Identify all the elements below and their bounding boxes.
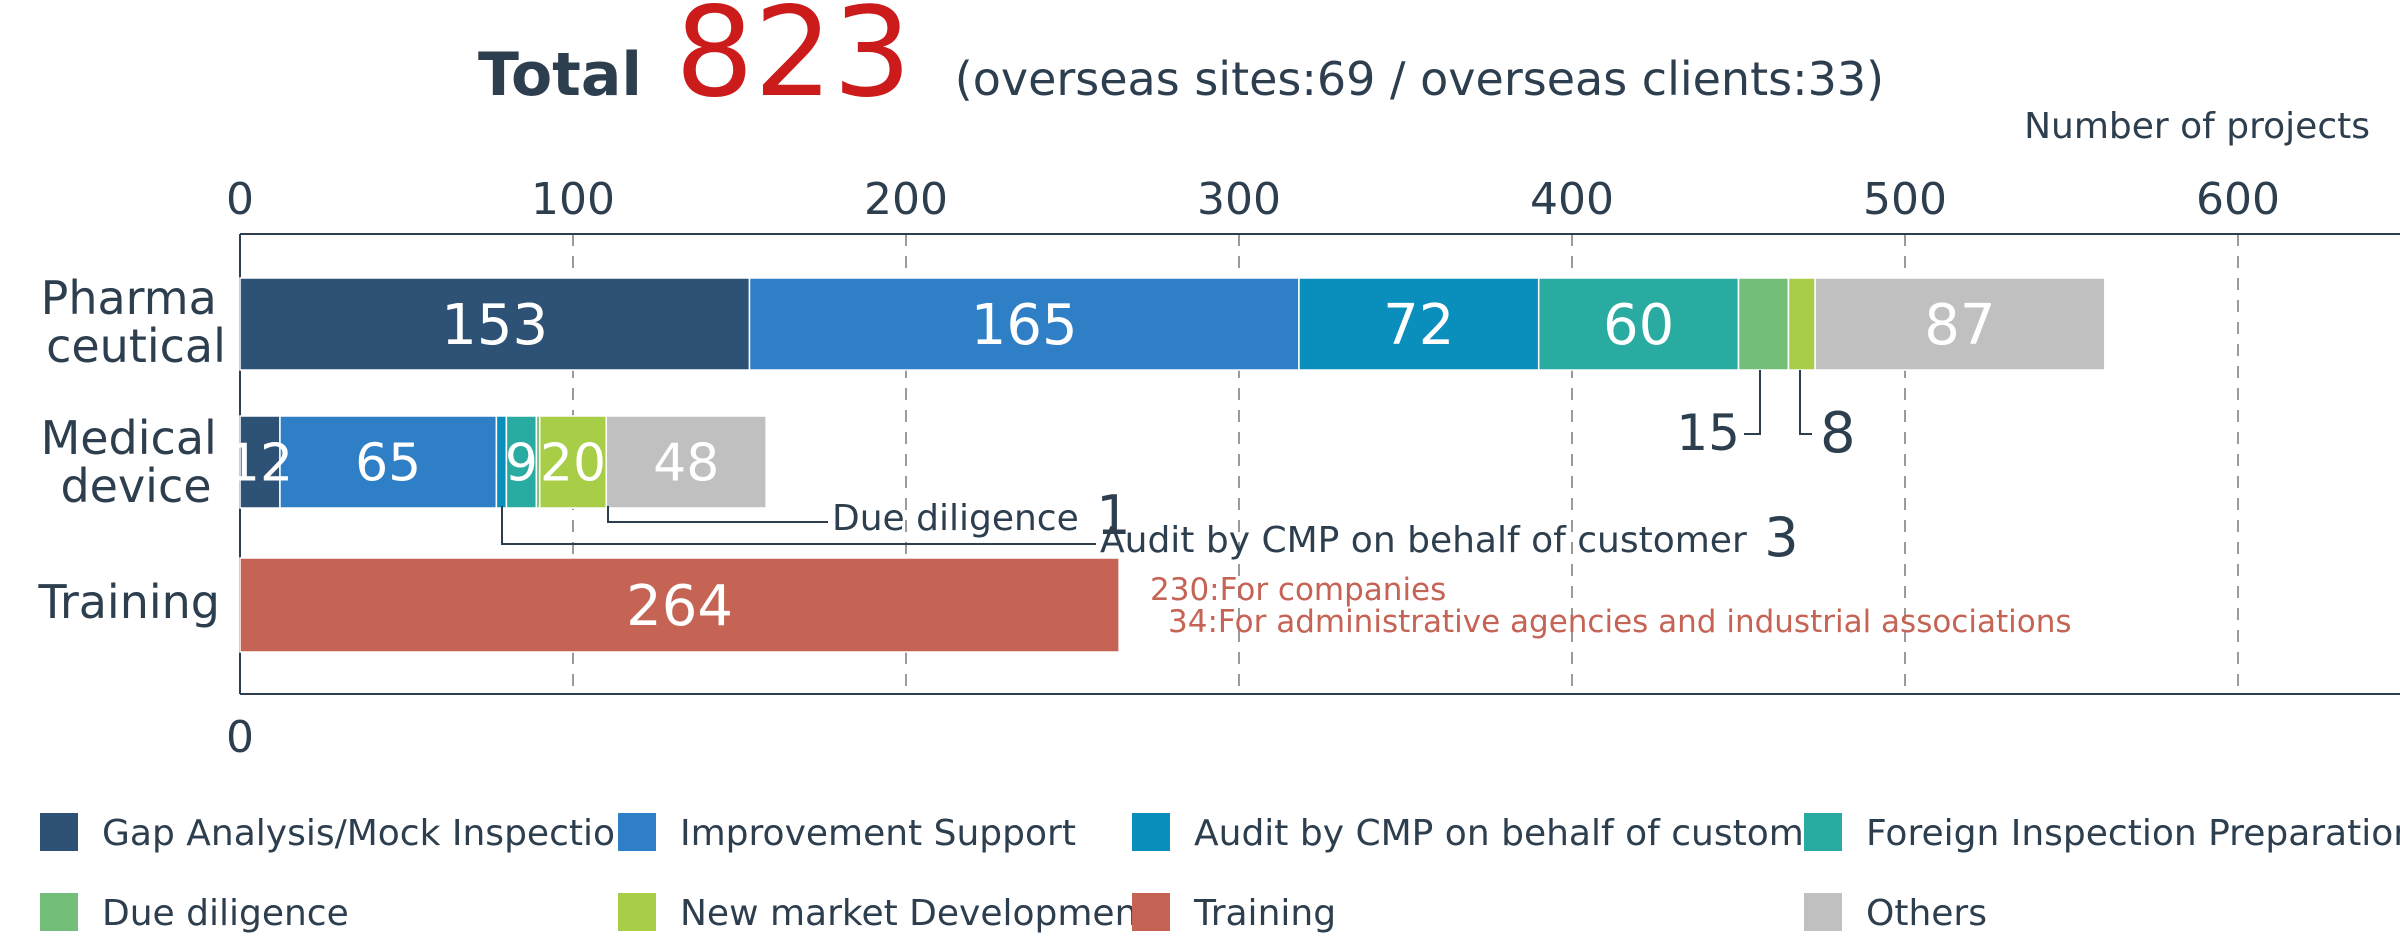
callout-line-pharma-due [1744,370,1761,435]
training-notes: 230:For companies 34:For administrative … [1150,572,2072,640]
title-total: 823 [675,0,912,125]
category-label-pharma: Pharma ceutical [41,271,232,373]
legend-label-0: Gap Analysis/Mock Inspection [102,813,638,854]
bar-label-pharma-3: 60 [1603,293,1674,358]
callout-medical-due-diligence: Due diligence 1 [607,484,1131,547]
legend-swatch-2 [1132,813,1170,851]
bar-label-medical-3: 9 [505,434,538,494]
callout-line-pharma-newmarket [1799,370,1812,435]
bar-label-pharma-1: 165 [971,293,1078,358]
bar-segments [239,277,2106,653]
bottom-tick-label: 0 [226,712,254,763]
tick-label-0: 0 [226,174,254,225]
bar-pharma-3 [1537,277,1740,371]
axis-label: Number of projects [2024,106,2370,147]
callout-line-medical-due [607,506,828,523]
bar-label-training-6: 264 [626,574,733,639]
chart-title: Total 823 (overseas sites:69 / overseas … [478,0,1884,125]
callout-medical-audit: Audit by CMP on behalf of customer 3 [501,506,1799,569]
tick-label-300: 300 [1197,174,1281,225]
legend-swatch-4 [40,893,78,931]
bar-medical-7 [605,415,767,509]
bar-label-pharma-7: 87 [1924,293,1995,358]
tick-label-500: 500 [1863,174,1947,225]
title-suffix: (overseas sites:69 / overseas clients:33… [955,52,1884,106]
bar-pharma-1 [748,277,1300,371]
bar-label-medical-7: 48 [653,434,719,494]
callout-label-medical-due: Due diligence 1 [832,484,1131,547]
legend-label-2: Audit by CMP on behalf of customer [1194,813,1841,854]
legend-swatch-6 [1132,893,1170,931]
tick-label-200: 200 [864,174,948,225]
callout-label-medical-audit: Audit by CMP on behalf of customer 3 [1100,506,1799,569]
bar-label-pharma-0: 153 [441,293,548,358]
callout-pharma-due-diligence: 15 [1676,370,1761,462]
legend-swatch-7 [1804,893,1842,931]
legend-label-1: Improvement Support [680,813,1076,854]
legend-swatch-1 [618,813,656,851]
bar-pharma-4 [1737,277,1790,371]
title-prefix: Total [478,40,642,110]
bar-label-pharma-2: 72 [1383,293,1454,358]
legend: Gap Analysis/Mock Inspection Improvement … [40,813,2400,934]
category-label-training: Training [37,575,220,629]
bar-pharma-7 [1814,277,2106,371]
bar-medical-3 [505,415,538,509]
legend-label-3: Foreign Inspection Preparation [1866,813,2400,854]
bar-label-medical-5: 20 [540,434,606,494]
legend-swatch-3 [1804,813,1842,851]
bar-medical-1 [279,415,498,509]
callout-value-pharma-newmarket: 8 [1820,401,1856,466]
legend-swatch-5 [618,893,656,931]
callout-pharma-new-market: 8 [1799,370,1856,466]
bar-label-medical-0: 12 [227,434,293,494]
tick-label-100: 100 [531,174,615,225]
bar-pharma-5 [1787,277,1816,371]
callout-value-pharma-due: 15 [1676,404,1740,462]
training-note-agencies: 34:For administrative agencies and indus… [1168,604,2072,640]
bar-medical-0 [239,415,281,509]
training-note-companies: 230:For companies [1150,572,1446,608]
callout-line-medical-audit [501,506,1096,545]
x-axis-ticks: 0 100 200 300 400 500 600 [226,174,2280,225]
bar-pharma-2 [1298,277,1540,371]
legend-swatch-0 [40,813,78,851]
legend-label-7: Others [1866,893,1987,934]
tick-label-400: 400 [1530,174,1614,225]
category-labels: Pharma ceutical Medical device Training [37,271,232,629]
bar-training-6 [239,557,1120,653]
category-label-medical: Medical device [41,411,232,513]
tick-label-600: 600 [2196,174,2280,225]
bar-medical-5 [538,415,608,509]
legend-label-5: New market Development [680,893,1152,934]
legend-label-6: Training [1193,893,1336,934]
legend-label-4: Due diligence [102,893,349,934]
bar-label-medical-1: 65 [355,434,421,494]
